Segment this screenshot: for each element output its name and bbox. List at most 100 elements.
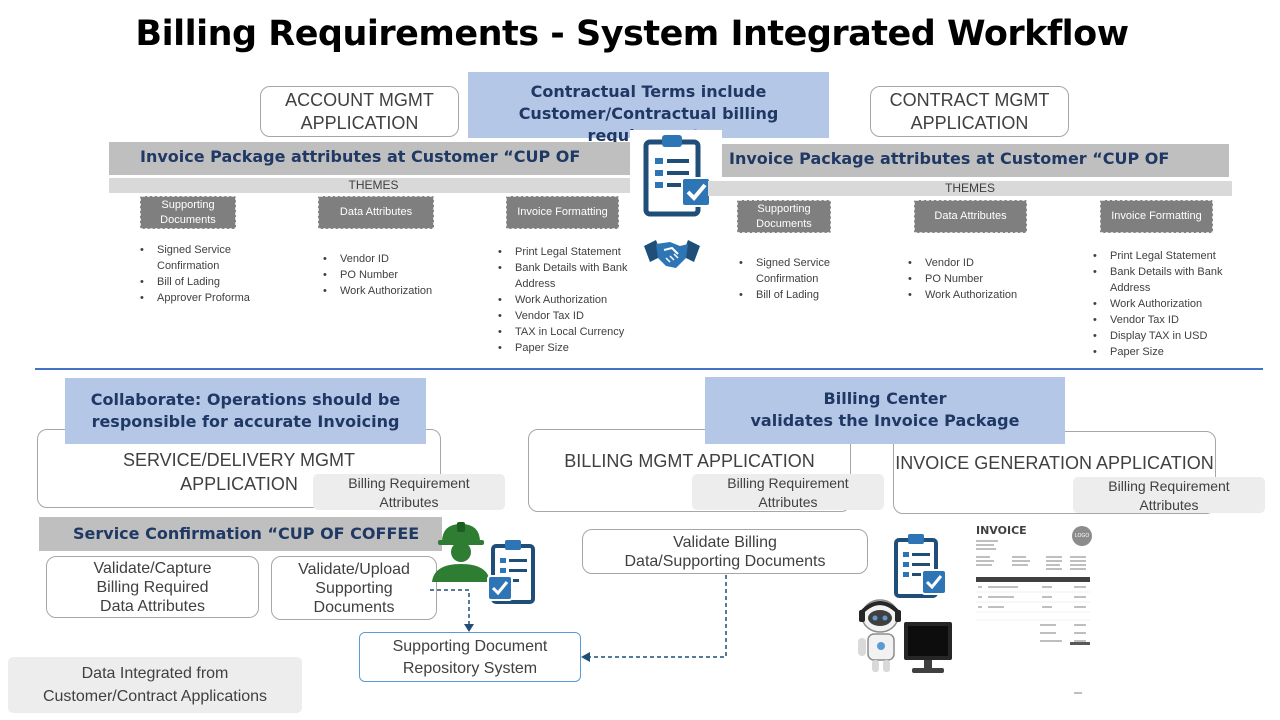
list-item: Bill of Lading [739, 287, 879, 303]
list-item: Bank Details with Bank Address [498, 260, 633, 292]
list-item: Approver Proforma [140, 290, 290, 306]
right-data-attributes-label: Data Attributes [934, 210, 1007, 222]
collaborate-line-2: responsible for accurate Invoicing [91, 412, 400, 431]
validate-billing-line-2: Data/Supporting Documents [624, 552, 826, 570]
account-app-line-2: APPLICATION [300, 113, 419, 133]
list-item: Bill of Lading [140, 274, 290, 290]
left-invoice-package-header: Invoice Package attributes at Customer “… [109, 142, 638, 196]
list-item: Display TAX in USD [1093, 328, 1233, 344]
invoice-app-label: INVOICE GENERATION APPLICATION [895, 453, 1214, 473]
left-supporting-documents-list: Signed Service Confirmation Bill of Ladi… [140, 242, 290, 306]
validate-capture-line-3: Data Attributes [100, 597, 205, 615]
data-integrated-box: Data Integrated from Customer/Contract A… [8, 657, 302, 713]
repository-line-2: Repository System [402, 660, 538, 677]
list-item: Paper Size [1093, 344, 1233, 360]
service-billing-req-attrs: Billing Requirement Attributes [313, 474, 505, 510]
list-item: Vendor ID [908, 255, 1058, 271]
right-data-attributes-pill: Data Attributes [914, 200, 1027, 233]
right-themes-bar: THEMES [708, 181, 1232, 196]
account-app-line-1: ACCOUNT MGMT [285, 90, 434, 110]
right-invoice-formatting-list: Print Legal Statement Bank Details with … [1093, 248, 1233, 360]
contractual-terms-line-1: Contractual Terms include [530, 82, 767, 101]
right-supporting-documents-label: Supporting Documents [756, 202, 812, 230]
contract-app-line-1: CONTRACT MGMT [889, 90, 1050, 110]
right-data-attributes-list: Vendor ID PO Number Work Authorization [908, 255, 1058, 303]
service-billing-req-line-2: Attributes [379, 494, 439, 510]
list-item: PO Number [323, 267, 473, 283]
left-data-attributes-pill: Data Attributes [318, 196, 434, 229]
service-app-line-2: APPLICATION [180, 474, 298, 494]
invoice-document-icon: INVOICE LOGO [970, 520, 1094, 698]
validate-upload-line-1: Validate/Upload [298, 560, 410, 578]
validate-capture-box: Validate/Capture Billing Required Data A… [46, 556, 259, 618]
list-item: Vendor Tax ID [1093, 312, 1233, 328]
validate-upload-box: Validate/Upload Supporting Documents [271, 556, 437, 620]
billing-billing-req-line-2: Attributes [758, 494, 818, 510]
service-billing-req-line-1: Billing Requirement [348, 475, 470, 491]
invoice-billing-req-line-2: Attributes [1139, 497, 1199, 513]
clipboard-check-icon [890, 532, 952, 600]
list-item: Signed Service Confirmation [140, 242, 290, 274]
list-item: Work Authorization [908, 287, 1058, 303]
validate-billing-box: Validate Billing Data/Supporting Documen… [582, 529, 868, 574]
left-invoice-formatting-pill: Invoice Formatting [506, 196, 619, 229]
robot-icon [852, 596, 912, 676]
validate-upload-line-2: Supporting [315, 579, 393, 597]
data-integrated-line-2: Customer/Contract Applications [42, 688, 268, 705]
invoice-title: INVOICE [976, 524, 1027, 537]
collaborate-box: Collaborate: Operations should be respon… [65, 378, 426, 444]
worker-icon [428, 520, 494, 582]
list-item: Signed Service Confirmation [739, 255, 879, 287]
collaborate-line-1: Collaborate: Operations should be [90, 390, 401, 409]
left-supporting-documents-label: Supporting Documents [160, 198, 216, 226]
billing-app-label: BILLING MGMT APPLICATION [564, 451, 815, 471]
right-supporting-documents-list: Signed Service Confirmation Bill of Ladi… [739, 255, 879, 303]
service-app-line-1: SERVICE/DELIVERY MGMT [122, 450, 356, 470]
repository-box: Supporting Document Repository System [359, 632, 581, 682]
list-item: Print Legal Statement [1093, 248, 1233, 264]
list-item: Work Authorization [1093, 296, 1233, 312]
left-invoice-formatting-label: Invoice Formatting [517, 206, 608, 218]
list-item: PO Number [908, 271, 1058, 287]
left-data-attributes-list: Vendor ID PO Number Work Authorization [323, 251, 473, 299]
billing-center-line-1: Billing Center [823, 389, 947, 408]
invoice-document-lines [976, 540, 1090, 694]
list-item: Print Legal Statement [498, 244, 633, 260]
right-invoice-formatting-label: Invoice Formatting [1111, 210, 1202, 222]
invoice-logo-circle: LOGO [1072, 526, 1092, 546]
left-themes-bar: THEMES [109, 178, 638, 193]
handshake-icon [642, 236, 702, 272]
contract-app-line-2: APPLICATION [910, 113, 1029, 133]
invoice-billing-req-attrs: Billing Requirement Attributes [1073, 477, 1265, 513]
validate-capture-line-2: Billing Required [96, 578, 209, 596]
list-item: TAX in Local Currency [498, 324, 633, 340]
right-supporting-documents-pill: Supporting Documents [737, 200, 831, 233]
clipboard-check-icon [483, 538, 549, 608]
right-invoice-formatting-pill: Invoice Formatting [1100, 200, 1213, 233]
validate-upload-line-3: Documents [313, 598, 395, 616]
list-item: Vendor Tax ID [498, 308, 633, 324]
list-item: Paper Size [498, 340, 633, 356]
left-invoice-formatting-list: Print Legal Statement Bank Details with … [498, 244, 633, 356]
contract-mgmt-app-box: CONTRACT MGMT APPLICATION [870, 86, 1069, 137]
computer-monitor-icon [900, 618, 956, 676]
billing-billing-req-line-1: Billing Requirement [727, 475, 849, 491]
list-item: Work Authorization [498, 292, 633, 308]
billing-billing-req-attrs: Billing Requirement Attributes [692, 474, 884, 510]
repository-line-1: Supporting Document [392, 638, 548, 655]
invoice-billing-req-line-1: Billing Requirement [1108, 478, 1230, 494]
left-data-attributes-label: Data Attributes [339, 206, 413, 218]
invoice-logo-text: LOGO [1074, 533, 1090, 539]
left-supporting-documents-pill: Supporting Documents [140, 196, 236, 229]
account-mgmt-app-box: ACCOUNT MGMT APPLICATION [260, 86, 459, 137]
section-divider [35, 368, 1263, 370]
list-item: Vendor ID [323, 251, 473, 267]
service-confirmation-bar: Service Confirmation “CUP OF COFFEE Inc” [39, 517, 442, 577]
page-title: Billing Requirements - System Integrated… [135, 14, 1129, 54]
validate-capture-line-1: Validate/Capture [93, 559, 212, 577]
validate-billing-line-1: Validate Billing [673, 533, 777, 551]
list-item: Work Authorization [323, 283, 473, 299]
billing-center-box: Billing Center validates the Invoice Pac… [705, 377, 1065, 444]
data-integrated-line-1: Data Integrated from [81, 665, 229, 682]
